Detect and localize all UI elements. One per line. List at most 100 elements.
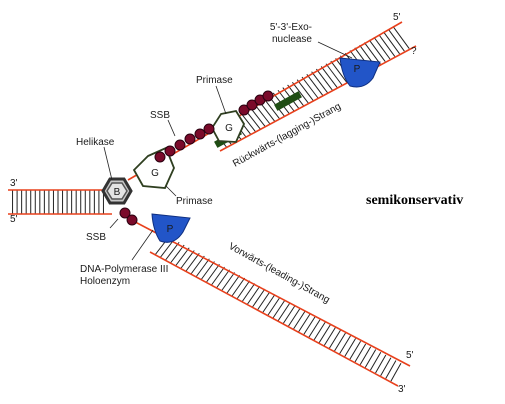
base-pair-rung bbox=[252, 288, 266, 308]
base-pair-rung bbox=[303, 316, 316, 335]
leader-line bbox=[215, 85, 227, 115]
base-pair-rung bbox=[373, 36, 391, 60]
primase-lagging-letter: G bbox=[225, 123, 233, 134]
dna-polymerase-upper bbox=[339, 57, 381, 88]
base-pair-rung bbox=[306, 74, 324, 96]
ssb-bead bbox=[194, 128, 206, 140]
base-pair-rung bbox=[339, 335, 351, 355]
base-pair-rung bbox=[277, 302, 291, 322]
base-pair-rung bbox=[344, 338, 357, 357]
base-pair-rung bbox=[216, 269, 230, 289]
helikase-inner bbox=[106, 182, 128, 200]
ssb-top-label: SSB bbox=[150, 110, 170, 121]
base-pair-rung bbox=[231, 277, 246, 297]
base-pair-rung bbox=[387, 29, 405, 52]
ssb-bead bbox=[184, 133, 196, 145]
base-pair-rung bbox=[318, 324, 331, 344]
base-pair-rung bbox=[364, 349, 377, 368]
base-pair-rung bbox=[330, 60, 348, 83]
base-pair-rung bbox=[375, 354, 387, 374]
upper-right-bottom-end-label: ? bbox=[411, 46, 417, 57]
base-pair-rung bbox=[311, 71, 328, 94]
lower-right-bottom-end-label: 3' bbox=[398, 384, 406, 395]
lower-right-top-end-label: 5' bbox=[406, 350, 414, 361]
base-pair-rung bbox=[380, 357, 392, 376]
exonuclease-label-line2: nuclease bbox=[272, 34, 312, 45]
ssb-proteins bbox=[119, 90, 274, 226]
base-pair-rung bbox=[354, 343, 367, 363]
base-pair-rung bbox=[293, 310, 306, 330]
leader-line bbox=[165, 185, 177, 197]
ssb-bead bbox=[164, 145, 176, 157]
base-pair-rung bbox=[236, 280, 251, 300]
polymerase-lower-letter: P bbox=[167, 224, 174, 235]
leader-line bbox=[131, 229, 154, 261]
upper-right-top-end-label: 5' bbox=[393, 12, 401, 23]
primase-right-label: Primase bbox=[176, 196, 213, 207]
base-pair-rung bbox=[308, 318, 321, 338]
rna-primer-segment bbox=[274, 91, 302, 111]
base-pair-rung bbox=[385, 360, 397, 379]
leader-line bbox=[167, 119, 176, 137]
polymerase-upper-letter: P bbox=[354, 64, 361, 75]
base-pair-rung bbox=[170, 244, 185, 264]
base-pair-rung bbox=[392, 26, 410, 49]
ssb-bead bbox=[246, 99, 258, 111]
polymerase-label-line2: Holoenzym bbox=[80, 276, 130, 287]
left-top-end-label: 3' bbox=[10, 178, 18, 189]
base-pair-rung bbox=[175, 247, 190, 267]
base-pair-rung bbox=[263, 97, 280, 120]
base-pair-rung bbox=[369, 351, 382, 371]
primase-letter: G bbox=[151, 168, 159, 179]
base-pair-rung bbox=[313, 321, 326, 341]
base-pair-rung bbox=[359, 346, 372, 366]
semikonservativ-label: semikonservativ bbox=[366, 193, 463, 208]
lagging-new-strand bbox=[219, 45, 417, 152]
ssb-bead bbox=[119, 207, 131, 219]
base-pair-rung bbox=[296, 79, 314, 101]
base-pair-rung bbox=[241, 283, 256, 302]
base-pair-rung bbox=[298, 313, 311, 333]
ssb-bead bbox=[174, 139, 186, 151]
base-pair-rung bbox=[159, 239, 175, 258]
base-pair-rung bbox=[325, 63, 343, 86]
base-pair-rung bbox=[287, 307, 301, 327]
helikase-letter: B bbox=[114, 187, 121, 198]
base-pair-rung bbox=[323, 327, 336, 346]
base-pair-rung bbox=[257, 291, 271, 311]
helikase-label: Helikase bbox=[76, 137, 115, 148]
leader-line bbox=[109, 218, 119, 229]
leading-strand-label: Vorwärts-(leading-)Strang bbox=[227, 241, 332, 306]
base-pair-rung bbox=[195, 258, 210, 278]
base-pair-rung bbox=[301, 76, 319, 99]
base-pair-rung bbox=[221, 272, 235, 291]
base-pair-rung bbox=[211, 266, 225, 286]
base-pair-rung bbox=[246, 285, 261, 305]
base-pair-rung bbox=[349, 340, 362, 360]
base-pair-rung bbox=[185, 252, 200, 272]
dna-polymerase-lower bbox=[151, 213, 191, 243]
base-pair-rung bbox=[180, 250, 195, 269]
base-pair-rung bbox=[292, 81, 309, 104]
left-bottom-end-label: 5' bbox=[10, 214, 18, 225]
base-pair-rung bbox=[378, 34, 396, 57]
ssb-bead bbox=[126, 214, 138, 226]
base-pair-rung bbox=[272, 299, 286, 319]
base-pair-rung bbox=[390, 363, 402, 382]
ssb-bead bbox=[203, 123, 215, 135]
base-pair-rung bbox=[267, 296, 281, 316]
base-pair-rung bbox=[316, 68, 333, 91]
ssb-bottom-label: SSB bbox=[86, 232, 106, 243]
ssb-bead bbox=[238, 104, 250, 116]
base-pair-rung bbox=[262, 294, 276, 313]
base-pair-rung bbox=[205, 263, 220, 283]
leader-line bbox=[103, 146, 113, 181]
base-pair-rung bbox=[226, 274, 241, 294]
base-pair-rung bbox=[320, 66, 338, 88]
primase-top-label: Primase bbox=[196, 75, 233, 86]
leader-line bbox=[317, 41, 353, 59]
ssb-bead bbox=[154, 151, 166, 163]
exonuclease-label-line1: 5'-3'-Exo- bbox=[270, 22, 312, 33]
base-pair-rung bbox=[383, 31, 401, 55]
